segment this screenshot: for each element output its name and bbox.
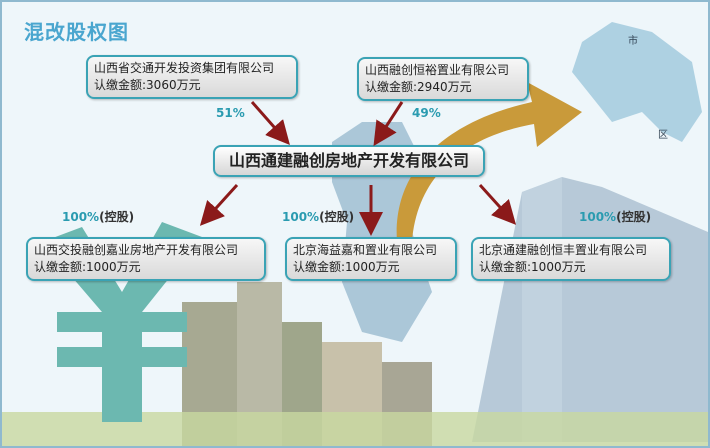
arrow-center-to-subsidiary-3 — [478, 183, 517, 225]
control-label: (控股) — [319, 210, 355, 224]
shareholder-box-shanxi-transport: 山西省交通开发投资集团有限公司 认缴金额:3060万元 — [86, 55, 298, 99]
diagram-title: 混改股权图 — [24, 20, 129, 44]
shareholder-name: 山西省交通开发投资集团有限公司 — [94, 61, 275, 75]
shareholder-pct-49: 49% — [412, 106, 441, 120]
growth-arrow-icon — [396, 82, 582, 242]
control-label: (控股) — [616, 210, 652, 224]
shareholder-box-sunac: 山西融创恒裕置业有限公司 认缴金额:2940万元 — [357, 57, 529, 101]
subsidiary-amount: 认缴金额:1000万元 — [479, 260, 586, 274]
map-label: 区 — [658, 130, 668, 141]
shareholder-amount: 认缴金额:3060万元 — [94, 78, 201, 92]
map-silhouette — [572, 22, 702, 142]
map-label: 市 — [628, 36, 638, 47]
subsidiary-box-tongjian-hengfeng: 北京通建融创恒丰置业有限公司 认缴金额:1000万元 — [471, 237, 671, 281]
shareholder-amount: 认缴金额:2940万元 — [365, 80, 472, 94]
shareholder-pct-51: 51% — [216, 106, 245, 120]
arrow-center-to-subsidiary-1 — [199, 183, 239, 226]
pct-value: 100% — [282, 210, 320, 224]
pct-value: 100% — [579, 210, 617, 224]
subsidiary-box-haiyi-jiahe: 北京海益嘉和置业有限公司 认缴金额:1000万元 — [285, 237, 457, 281]
subsidiary-name: 北京海益嘉和置业有限公司 — [293, 243, 438, 257]
subsidiary-box-jiaotou-rongchuang: 山西交投融创嘉业房地产开发有限公司 认缴金额:1000万元 — [26, 237, 266, 281]
subsidiary-amount: 认缴金额:1000万元 — [34, 260, 141, 274]
pct-value: 100% — [62, 210, 100, 224]
subsidiary-pct-2: 100%(控股) — [282, 208, 354, 225]
center-company-box: 山西通建融创房地产开发有限公司 — [213, 145, 485, 177]
control-label: (控股) — [99, 210, 135, 224]
subsidiary-name: 山西交投融创嘉业房地产开发有限公司 — [34, 243, 239, 257]
shareholder-name: 山西融创恒裕置业有限公司 — [365, 63, 510, 77]
subsidiary-name: 北京通建融创恒丰置业有限公司 — [479, 243, 648, 257]
arrow-shareholder-2-to-center — [373, 101, 404, 147]
subsidiary-pct-1: 100%(控股) — [62, 208, 134, 225]
subsidiary-pct-3: 100%(控股) — [579, 208, 651, 225]
arrow-shareholder-1-to-center — [250, 101, 290, 145]
subsidiary-amount: 认缴金额:1000万元 — [293, 260, 400, 274]
